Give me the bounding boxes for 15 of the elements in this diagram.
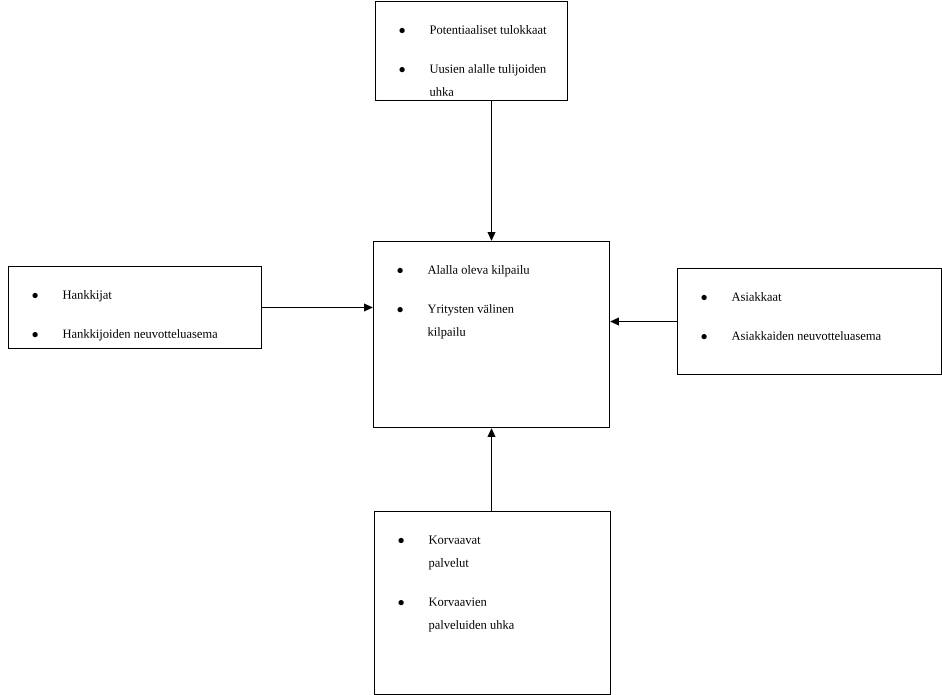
text-box — [375, 1, 568, 101]
item-text: Potentiaaliset tulokkaat — [430, 25, 546, 34]
item-text: Yritysten välinen kilpailu — [428, 304, 514, 338]
item-text: Korvaavien palveluiden uhka — [428, 598, 514, 632]
text-box — [373, 241, 610, 428]
item-text: Asiakkaiden neuvotteluasema — [732, 331, 881, 340]
item-text: Alalla oleva kilpailu — [428, 265, 530, 276]
item-text: Asiakkaat — [732, 292, 782, 301]
text-box — [374, 511, 611, 695]
item-text: Hankkijoiden neuvotteluasema — [62, 329, 218, 340]
item-text: Uusien alalle tulijoiden uhka — [430, 64, 546, 96]
text-box — [677, 268, 942, 375]
item-text: Hankkijat — [62, 290, 112, 302]
item-text: Korvaavat palvelut — [428, 536, 480, 570]
text-box — [8, 266, 262, 349]
